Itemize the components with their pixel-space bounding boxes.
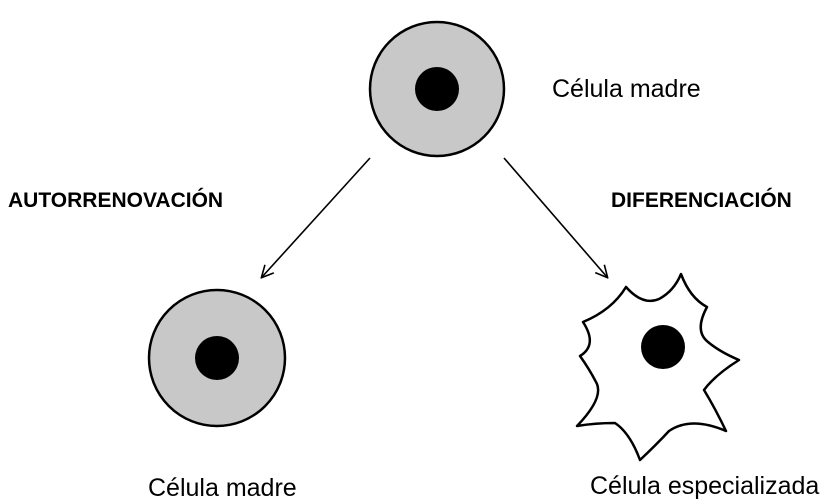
top-cell-label: Célula madre	[552, 77, 701, 102]
self-renewal-label: AUTORRENOVACIÓN	[8, 190, 223, 211]
bottom-left-cell-label: Célula madre	[148, 476, 297, 501]
differentiation-arrow	[504, 158, 607, 277]
top-stem-cell	[370, 22, 504, 156]
bottom-right-cell-label: Célula especializada	[590, 474, 819, 499]
top-stem-cell-nucleus	[415, 67, 459, 111]
bottom-stem-cell-nucleus	[195, 336, 239, 380]
specialized-cell-nucleus	[641, 325, 685, 369]
bottom-stem-cell	[149, 290, 285, 426]
specialized-cell	[577, 274, 739, 460]
differentiation-label: DIFERENCIACIÓN	[611, 190, 792, 211]
self-renewal-arrow	[262, 158, 370, 277]
